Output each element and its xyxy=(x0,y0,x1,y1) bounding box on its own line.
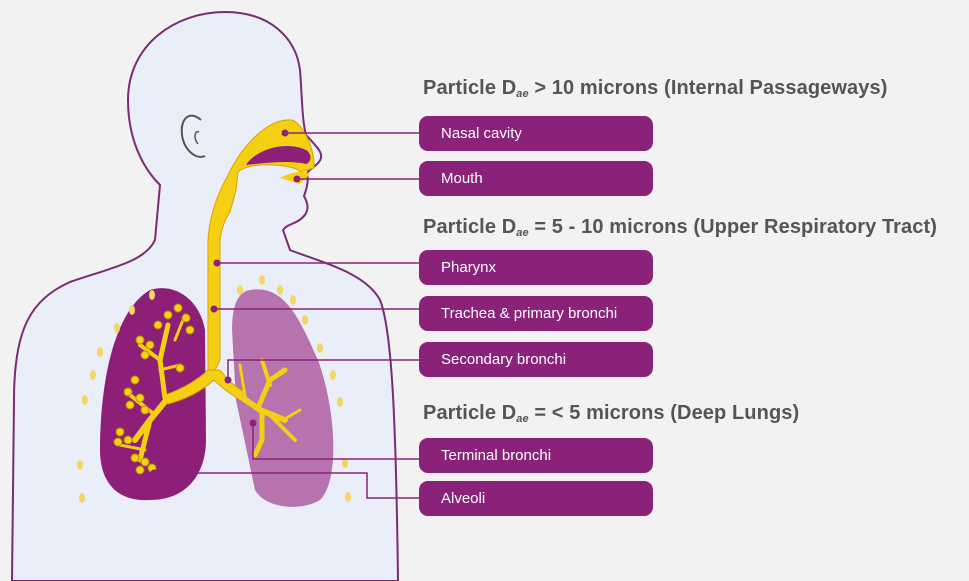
label-trachea-primary-bronchi: Trachea & primary bronchi xyxy=(419,296,653,331)
label-terminal-bronchi: Terminal bronchi xyxy=(419,438,653,473)
label-pharynx: Pharynx xyxy=(419,250,653,285)
heading-deep-lungs: Particle Dae = < 5 microns (Deep Lungs) xyxy=(423,402,799,425)
label-mouth: Mouth xyxy=(419,161,653,196)
body-silhouette xyxy=(12,12,398,581)
label-alveoli: Alveoli xyxy=(419,481,653,516)
heading-upper-respiratory-tract: Particle Dae = 5 - 10 microns (Upper Res… xyxy=(423,216,937,239)
label-nasal-cavity: Nasal cavity xyxy=(419,116,653,151)
label-secondary-bronchi: Secondary bronchi xyxy=(419,342,653,377)
heading-internal-passageways: Particle Dae > 10 microns (Internal Pass… xyxy=(423,77,887,100)
